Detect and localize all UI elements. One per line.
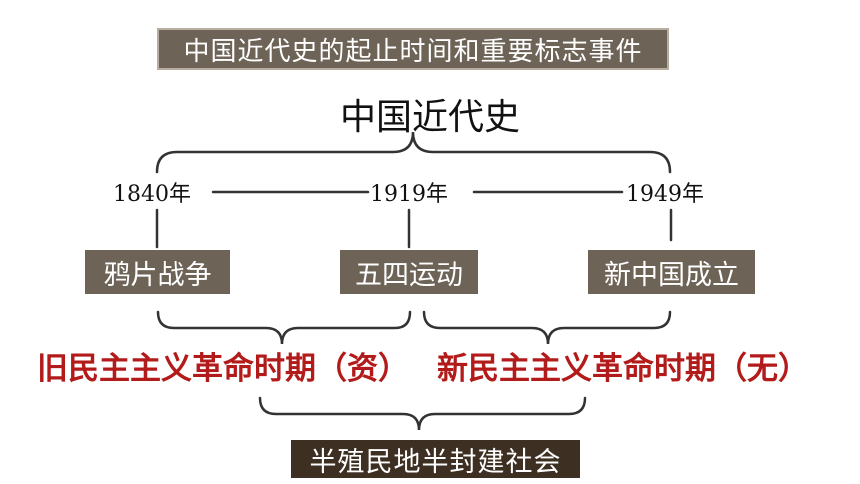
event-prc-founding-label: 新中国成立 — [604, 259, 739, 291]
event-prc-founding: 新中国成立 — [588, 250, 755, 294]
year-1949: 1949年 — [626, 182, 704, 207]
main-topic: 中国近代史 — [339, 97, 520, 138]
event-opium-war-label: 鸦片战争 — [103, 259, 212, 291]
event-may-fourth-label: 五四运动 — [355, 259, 463, 291]
diagram-title: 中国近代史的起止时间和重要标志事件 — [157, 28, 669, 70]
top-brace — [155, 131, 672, 174]
diagram-title-text: 中国近代史的起止时间和重要标志事件 — [183, 36, 643, 67]
brace-new-period — [422, 310, 672, 345]
event-opium-war: 鸦片战争 — [85, 250, 230, 294]
brace-society — [258, 396, 587, 431]
society-nature-label: 半殖民地半封建社会 — [309, 446, 562, 478]
period-new-democratic: 新民主主义革命时期（无） — [437, 351, 809, 387]
brace-old-period — [156, 310, 412, 345]
year-1840: 1840年 — [113, 182, 191, 207]
society-nature: 半殖民地半封建社会 — [291, 440, 580, 478]
event-may-fourth: 五四运动 — [340, 250, 478, 294]
year-1919: 1919年 — [370, 182, 448, 207]
period-old-democratic: 旧民主主义革命时期（资） — [37, 351, 409, 387]
